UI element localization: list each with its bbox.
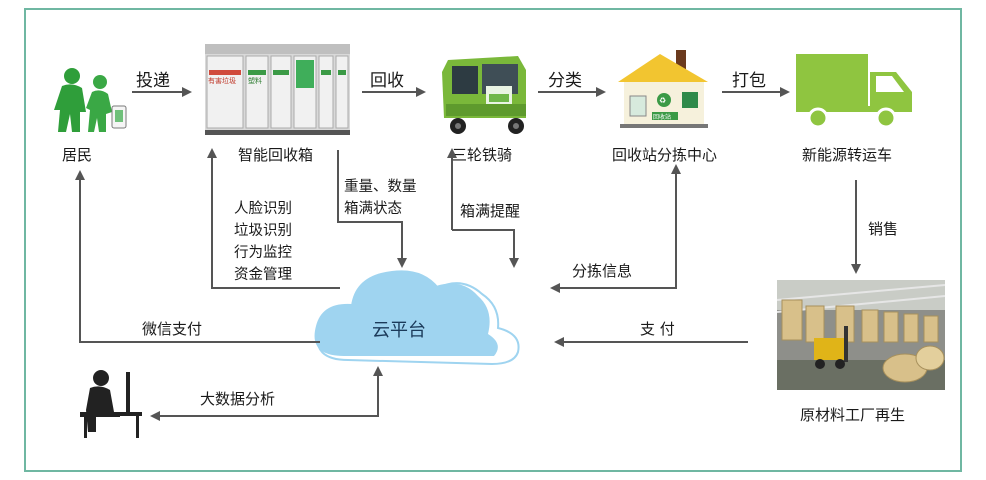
residents-icon	[54, 68, 127, 132]
big-data-label: 大数据分析	[200, 390, 276, 408]
factory-photo	[776, 280, 946, 390]
sort-label: 分类	[548, 71, 582, 91]
deliver-label: 投递	[136, 71, 170, 91]
svg-text:♻: ♻	[659, 96, 666, 105]
weight-status-label: 重量、数量 箱满状态	[344, 176, 417, 220]
cloud-shape	[314, 270, 520, 366]
tricycle-label: 三轮铁骑	[452, 146, 513, 164]
pack-label: 打包	[732, 71, 766, 91]
full-alert-label: 箱满提醒	[460, 202, 521, 220]
station-sign-text: 回收站	[653, 114, 672, 121]
smart-bin-label: 智能回收箱	[238, 146, 314, 164]
diagram-frame	[24, 8, 962, 472]
sell-label: 销售	[868, 220, 899, 238]
recycle-label: 回收	[370, 71, 404, 91]
truck-label: 新能源转运车	[802, 146, 893, 164]
sorting-info-label: 分拣信息	[572, 262, 633, 280]
tricycle-illustration	[442, 56, 526, 134]
garbage-recognition-text: 垃圾识别	[234, 223, 292, 239]
sorting-center-label: 回收站分拣中心	[612, 146, 718, 164]
behavior-monitoring-text: 行为监控	[234, 245, 292, 261]
bin-full-status-text: 箱满状态	[344, 201, 402, 217]
bin-functions-list: 人脸识别 垃圾识别 行为监控 资金管理	[234, 198, 292, 286]
residents-label: 居民	[62, 146, 93, 164]
truck-icon	[796, 54, 912, 129]
payment-label: 支 付	[640, 320, 675, 338]
face-recognition-text: 人脸识别	[234, 201, 292, 217]
smart-bin-illustration	[205, 44, 350, 135]
weight-count-text: 重量、数量	[344, 179, 417, 195]
analyst-icon	[80, 370, 142, 438]
bin-panel-text-plastic: 塑料	[248, 77, 262, 85]
recycling-station-illustration: ♻	[618, 50, 708, 128]
fund-management-text: 资金管理	[234, 267, 292, 283]
factory-label: 原材料工厂再生	[800, 406, 906, 424]
cloud-label: 云平台	[372, 320, 426, 341]
wechat-pay-label: 微信支付	[142, 320, 203, 338]
bin-panel-text-hazardous: 有害垃圾	[208, 77, 236, 85]
